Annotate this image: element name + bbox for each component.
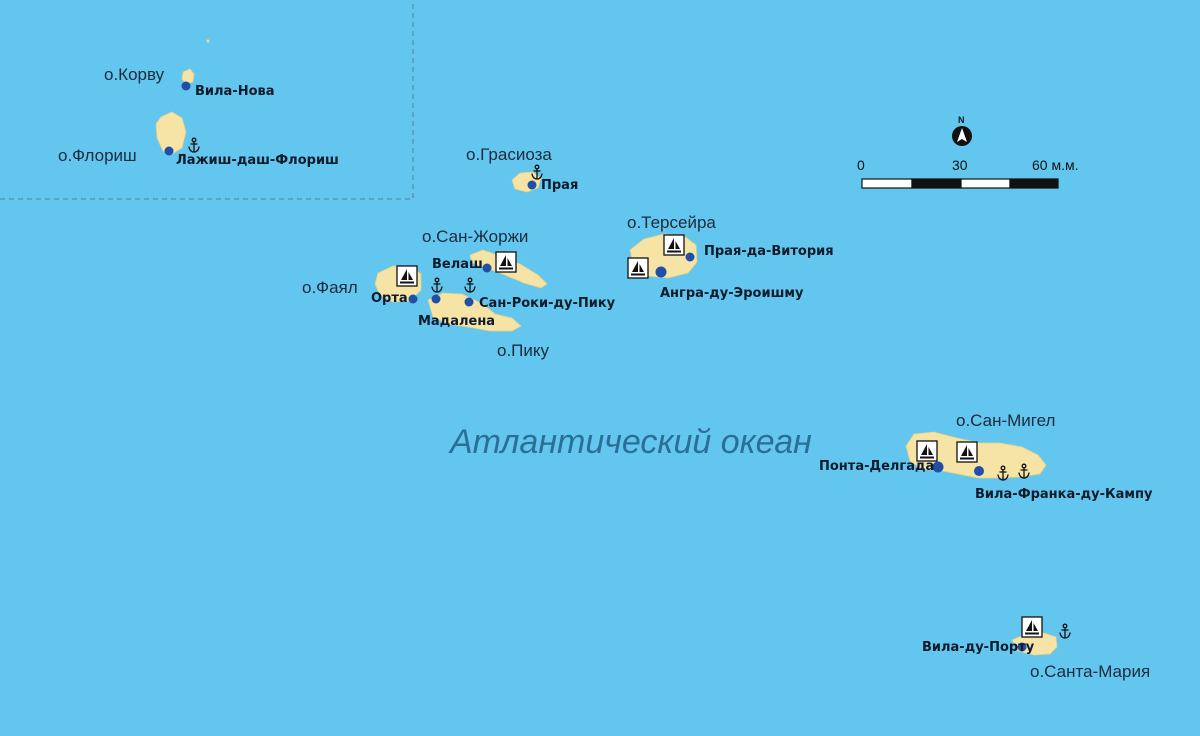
islet — [206, 39, 210, 43]
scale-bar: 0 30 60 м.м. — [857, 157, 1079, 189]
island-corvo — [181, 68, 195, 85]
label-town-praia-graciosa: Прая — [541, 178, 578, 193]
town-horta-dot — [408, 294, 418, 304]
label-town-velas: Велаш — [432, 257, 483, 272]
inset-border — [0, 0, 414, 200]
label-island-graciosa: о.Грасиоза — [466, 145, 552, 164]
scale-tick-30: 30 — [952, 157, 968, 173]
town-praia-vitoria-dot — [685, 252, 695, 262]
sailboat-icon — [956, 441, 978, 463]
scale-segment — [861, 178, 913, 189]
label-town-angra: Ангра-ду-Эроишму — [660, 286, 804, 301]
scale-tick-0: 0 — [857, 157, 865, 173]
island-pico — [427, 292, 522, 332]
sailboat-icon — [663, 234, 685, 256]
north-arrow-icon: N — [952, 115, 972, 146]
town-angra-dot — [655, 266, 667, 278]
label-town-vila-franca: Вила-Франка-ду-Кампу — [975, 487, 1153, 502]
label-island-santa-maria: о.Санта-Мария — [1030, 662, 1150, 681]
label-island-pico: о.Пику — [497, 341, 550, 360]
label-island-corvo: о.Корву — [104, 65, 165, 84]
town-praia-graciosa-dot — [527, 180, 537, 190]
town-madalena-dot — [431, 294, 441, 304]
scale-segment — [960, 178, 1011, 189]
town-vila-porto-dot — [1017, 642, 1027, 652]
sailboat-icon — [916, 440, 938, 462]
label-town-horta: Орта — [371, 291, 408, 306]
scale-segment — [1009, 178, 1059, 189]
town-lajes-flores-dot — [164, 146, 174, 156]
town-vila-nova-dot — [181, 81, 191, 91]
label-island-sao-jorge: о.Сан-Жоржи — [422, 227, 528, 246]
scale-tick-60: 60 м.м. — [1032, 157, 1079, 173]
sailboat-icon — [495, 251, 517, 273]
sailboat-icon — [396, 265, 418, 287]
island-flores — [155, 111, 187, 155]
town-sao-roque-dot — [464, 297, 474, 307]
label-town-vila-nova: Вила-Нова — [195, 84, 275, 99]
town-ponta-delgada-dot — [932, 461, 944, 473]
label-island-faial: о.Фаял — [302, 278, 358, 297]
label-town-madalena: Мадалена — [418, 314, 495, 329]
north-label: N — [958, 115, 965, 125]
sailboat-icon — [627, 257, 649, 279]
sailboat-icon — [1021, 616, 1043, 638]
label-town-praia-vitoria: Прая-да-Витория — [704, 244, 834, 259]
label-island-flores: о.Флориш — [58, 146, 137, 165]
label-island-terceira: о.Терсейра — [627, 213, 716, 232]
label-town-sao-roque: Сан-Роки-ду-Пику — [479, 296, 616, 311]
label-town-ponta-delgada: Понта-Делгада — [819, 459, 934, 474]
label-town-vila-porto: Вила-ду-Порту — [922, 640, 1035, 655]
label-town-lajes-flores: Лажиш-даш-Флориш — [176, 153, 339, 168]
scale-segment — [911, 178, 962, 189]
town-vila-franca-dot — [974, 466, 984, 476]
town-velas-dot — [482, 263, 492, 273]
label-ocean: Атлантический океан — [448, 423, 812, 461]
label-island-sao-miguel: о.Сан-Мигел — [956, 411, 1055, 430]
